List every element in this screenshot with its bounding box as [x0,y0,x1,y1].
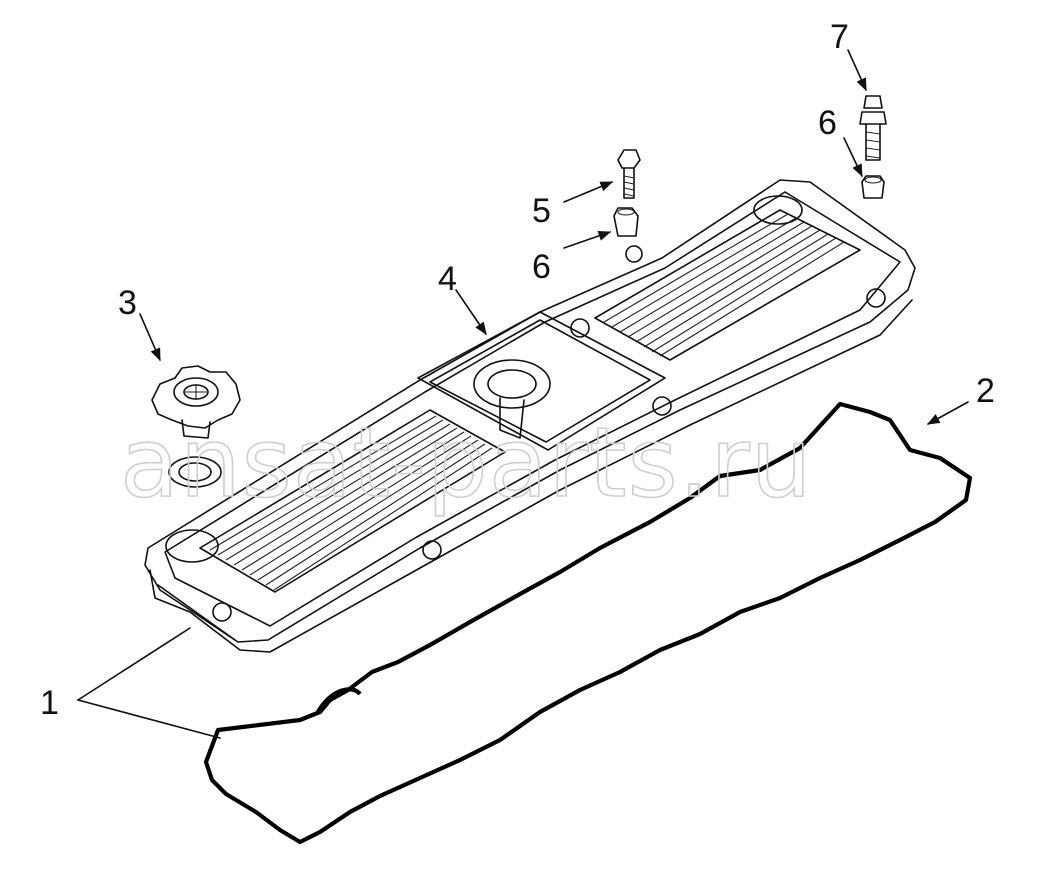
leader-3 [139,313,161,362]
leader-lines [77,49,969,739]
watermark: ansat-parts.ru [120,407,813,519]
valve-cover [144,179,916,653]
leader-7 [847,49,867,92]
leader-6a [563,230,612,249]
bolt-part-5 [617,149,641,199]
callout-6-lower: 6 [532,248,551,286]
callout-6-upper: 6 [818,104,837,142]
stud-part-7 [859,95,887,161]
callout-4: 4 [438,260,457,298]
callout-5: 5 [532,192,551,230]
cap-seal-ring [168,456,222,488]
callout-7: 7 [830,18,849,56]
washer-part-6a [613,207,639,237]
callouts: 1 2 3 4 5 6 6 7 [40,18,995,722]
oil-filler-cap [151,365,241,439]
leader-1-upper [77,627,191,701]
leader-4 [455,289,487,336]
leader-6b [843,137,863,178]
callout-2: 2 [976,372,995,410]
cover-gasket [203,401,973,845]
leader-5 [563,181,614,203]
leader-1-lower [77,699,221,739]
callout-1: 1 [40,684,59,722]
washer-part-6b [861,175,885,199]
callout-3: 3 [118,284,137,322]
right-ribbed-panel [594,209,861,361]
leader-2 [926,401,969,425]
gasket-notch [316,687,362,714]
left-ribbed-panel [199,409,506,593]
